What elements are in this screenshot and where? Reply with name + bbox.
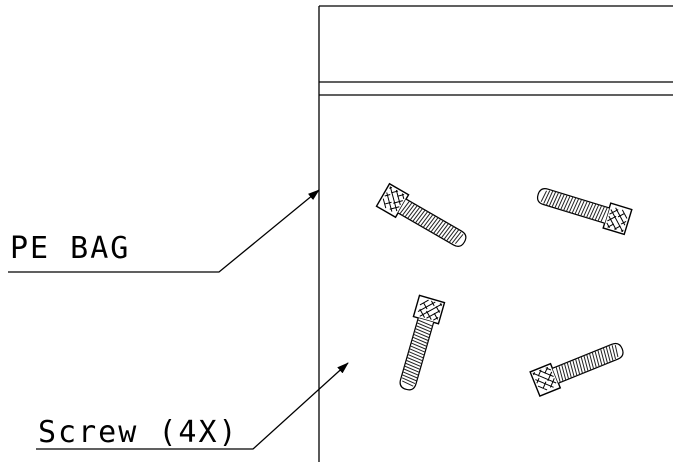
pe-bag-outline <box>318 5 673 462</box>
pe-bag-leader <box>8 189 320 273</box>
screw-leader <box>36 362 349 450</box>
screw-2 <box>533 181 633 236</box>
screw-label: Screw (4X) <box>38 415 239 450</box>
pe-bag-label: PE BAG <box>10 231 130 266</box>
screw-1 <box>375 183 472 254</box>
screw-3 <box>392 294 446 394</box>
screw-4 <box>529 336 628 397</box>
